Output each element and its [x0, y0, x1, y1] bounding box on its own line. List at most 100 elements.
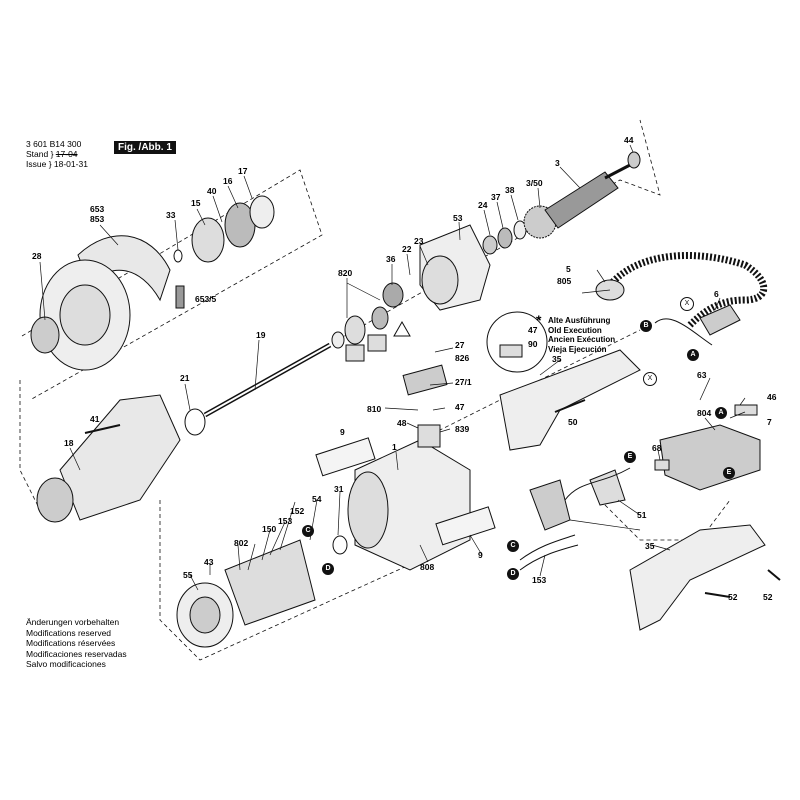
part-label: 152 — [290, 506, 305, 516]
part-label: 9 — [340, 427, 345, 437]
part-label: 38 — [505, 185, 515, 195]
part-label: 17 — [238, 166, 248, 176]
bearing-820-b — [371, 306, 389, 330]
part-label: 37 — [491, 192, 501, 202]
part-label: 3 — [555, 158, 560, 168]
modification-notes: Änderungen vorbehalten Modifications res… — [26, 617, 127, 670]
part-label: 153 — [532, 575, 547, 585]
part-label: 63 — [697, 370, 707, 380]
handle-35-lower — [629, 524, 766, 631]
legend-line: Alte Ausführung — [548, 316, 611, 325]
gear-housing — [59, 394, 181, 521]
marker-circle: A — [687, 349, 699, 361]
part-label: 808 — [420, 562, 435, 572]
part-label: 6 — [714, 289, 719, 299]
note-line: Änderungen vorbehalten — [26, 617, 120, 627]
part-label: 40 — [207, 186, 217, 196]
part-label: 43 — [204, 557, 214, 567]
part-label: 53 — [453, 213, 463, 223]
frame-upper-left — [21, 169, 323, 401]
warning-triangle — [393, 320, 411, 337]
part-label: 31 — [334, 484, 344, 494]
part-label: 653/5 — [195, 294, 217, 304]
part-label: 47 — [528, 325, 538, 335]
marker-circle: E — [723, 467, 735, 479]
part-label: 7 — [767, 417, 772, 427]
document-header: 3 601 B14 300 Stand } 17-04 Issue } 18-0… — [26, 139, 88, 169]
part-label: 19 — [256, 330, 266, 340]
part-label: 36 — [386, 254, 396, 264]
part-label: 27/1 — [455, 377, 472, 387]
bearing-17 — [249, 195, 275, 229]
brush-holder-839 — [417, 424, 441, 448]
legend-old-execution: Alte Ausführung Old Execution Ancien Exé… — [548, 316, 615, 354]
wire-b — [654, 318, 713, 346]
screw-41 — [84, 424, 121, 434]
part-label: 150 — [262, 524, 277, 534]
note-line: Modificaciones reservadas — [26, 648, 127, 659]
part-label: 826 — [455, 353, 470, 363]
part-7 — [734, 404, 758, 416]
part-label: 55 — [183, 570, 193, 580]
part-label: 9 — [478, 550, 483, 560]
frame-right — [599, 499, 731, 541]
part-label: 46 — [767, 392, 777, 402]
part-label: 54 — [312, 494, 322, 504]
part-label: 804 — [697, 408, 712, 418]
figure-label: Fig. /Abb. 1 — [114, 141, 176, 154]
marker-circle: B — [640, 320, 652, 332]
part-label: 27 — [455, 340, 465, 350]
part-label: 153 — [278, 516, 293, 526]
pinion-36 — [382, 282, 404, 308]
part-label: 50 — [568, 417, 578, 427]
stator-802 — [224, 539, 316, 626]
part-label: 18 — [64, 438, 74, 448]
screw-52-b — [767, 569, 781, 581]
part-label: 15 — [191, 198, 201, 208]
wire-153-b — [519, 544, 579, 571]
part-label: 33 — [166, 210, 176, 220]
part-label: 44 — [624, 135, 634, 145]
marker-circle: C — [302, 525, 314, 537]
frame-left — [19, 380, 41, 511]
part-label: 22 — [402, 244, 412, 254]
marker-circle: D — [507, 568, 519, 580]
marker-circle: E — [624, 451, 636, 463]
note-line: Modifications réservées — [26, 638, 116, 648]
bearing-820-a — [344, 315, 366, 345]
wheel-nut — [30, 316, 60, 354]
part-label: 24 — [478, 200, 488, 210]
label-plate-9-top — [315, 437, 376, 477]
pin-50 — [554, 399, 586, 413]
marker-circle: X — [680, 297, 694, 311]
part-label: 805 — [557, 276, 572, 286]
stand-line: Stand } 17-04 — [26, 149, 78, 159]
part-label: 48 — [397, 418, 407, 428]
marker-circle: C — [507, 540, 519, 552]
marker-circle: X — [643, 372, 657, 386]
screw-653-5 — [175, 285, 185, 309]
ring-37 — [497, 227, 513, 249]
wire-e — [564, 467, 631, 501]
part-label: 51 — [637, 510, 647, 520]
part-label: 47 — [455, 402, 465, 412]
armature-3 — [544, 171, 619, 229]
part-label: 839 — [455, 424, 470, 434]
electronics-51 — [529, 479, 571, 531]
part-label: 52 — [728, 592, 738, 602]
brush-plate-826 — [402, 364, 448, 396]
cable-sleeve-6 — [699, 304, 741, 336]
ring-21 — [184, 408, 206, 436]
part-label: 68 — [652, 443, 662, 453]
legend-line: Old Execution — [548, 325, 602, 335]
marker-circle: A — [715, 407, 727, 419]
ring-24 — [482, 235, 498, 255]
part-number: 3 601 B14 300 — [26, 139, 82, 149]
screw-52-a — [704, 592, 731, 598]
part-label: 52 — [763, 592, 773, 602]
wire-153-a — [519, 534, 576, 561]
part-label: 802 — [234, 538, 249, 548]
part-label: 16 — [223, 176, 233, 186]
part-label: 3/50 — [526, 178, 543, 188]
part-label: 41 — [90, 414, 100, 424]
